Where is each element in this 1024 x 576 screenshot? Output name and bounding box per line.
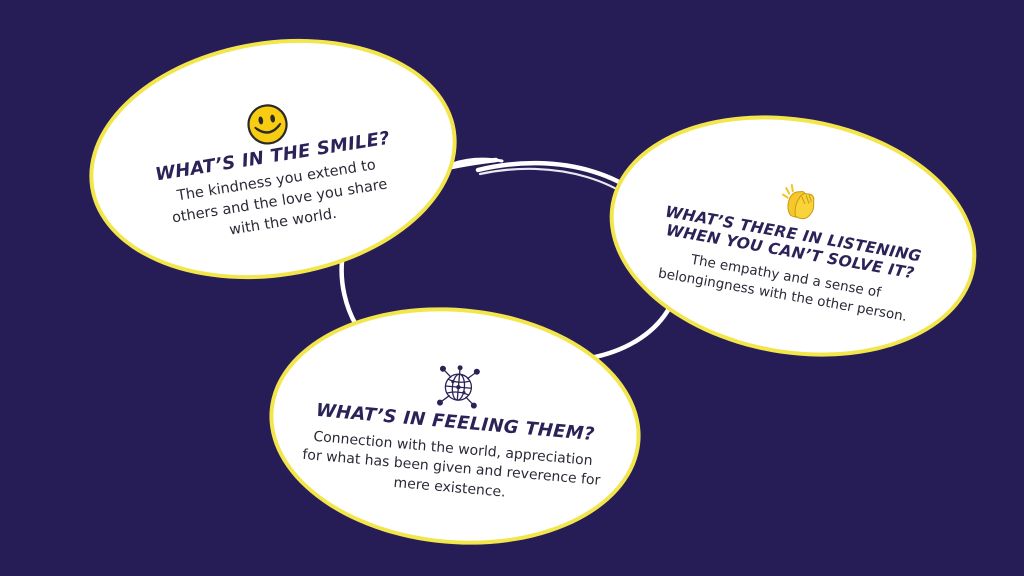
smile-bubble-content: WHAT’S IN THE SMILE? The kindness you ex…	[76, 18, 469, 300]
connector-ring-brush-tail	[450, 157, 504, 166]
clapping-hands-icon	[782, 184, 815, 220]
smile-bubble: WHAT’S IN THE SMILE? The kindness you ex…	[71, 13, 475, 305]
listening-bubble: WHAT’S THERE IN LISTENING WHEN YOU CAN’T…	[590, 87, 996, 385]
feeling-bubble: WHAT’S IN FEELING THEM? Connection with …	[259, 292, 651, 560]
smiley-face-icon	[247, 104, 288, 145]
globe-network-icon	[436, 365, 480, 409]
feeling-bubble-content: WHAT’S IN FEELING THEM? Connection with …	[264, 297, 646, 556]
listening-bubble-content: WHAT’S THERE IN LISTENING WHEN YOU CAN’T…	[595, 92, 991, 379]
